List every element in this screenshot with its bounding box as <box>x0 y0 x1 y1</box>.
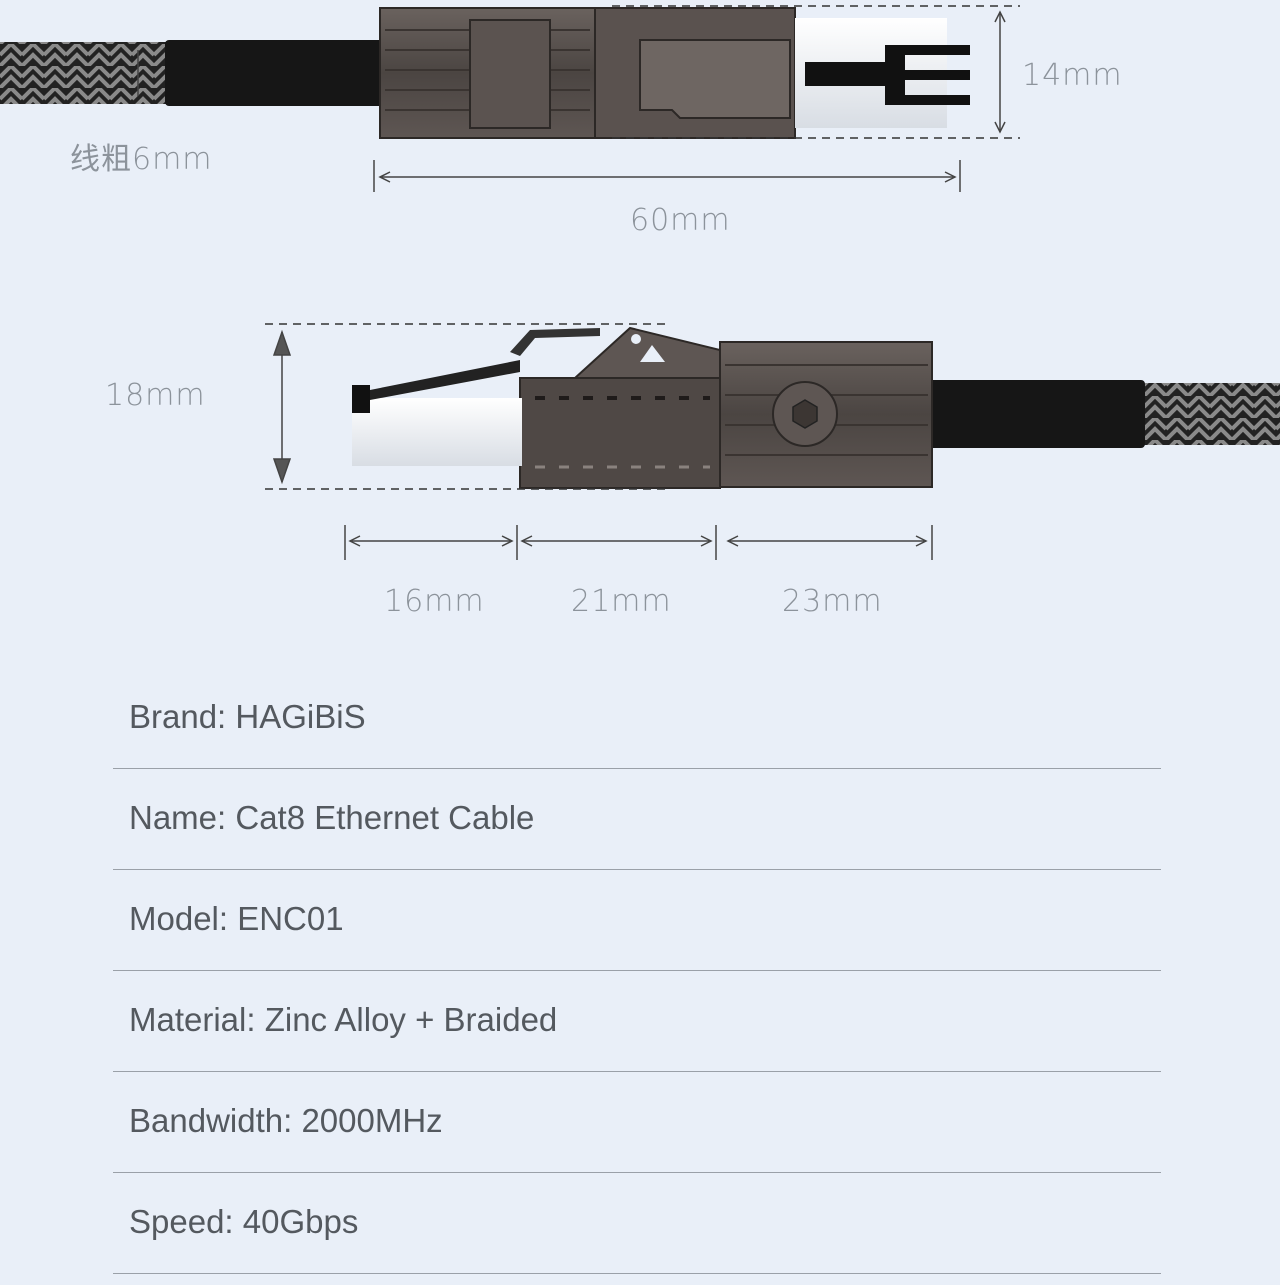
segment-c-label: 23mm <box>782 584 883 619</box>
connector-illustration <box>0 5 1280 560</box>
segment-b-label: 21mm <box>571 584 672 619</box>
spec-speed: Speed: 40Gbps <box>129 1203 359 1240</box>
spec-row: Bandwidth: 2000MHz <box>113 1072 1161 1173</box>
top-length-label: 60mm <box>630 203 731 238</box>
spec-row: Brand: HAGiBiS <box>113 668 1161 769</box>
side-view <box>265 323 1280 560</box>
side-height-label: 18mm <box>105 378 206 413</box>
spec-list: Brand: HAGiBiS Name: Cat8 Ethernet Cable… <box>113 668 1161 1274</box>
spec-material: Material: Zinc Alloy + Braided <box>129 1001 558 1038</box>
spec-row: Model: ENC01 <box>113 870 1161 971</box>
connector-diagram: 14mm 线粗6mm 60mm 18mm 16mm 21mm 23mm <box>0 5 1280 619</box>
spec-bandwidth: Bandwidth: 2000MHz <box>129 1102 443 1139</box>
spec-name: Name: Cat8 Ethernet Cable <box>129 799 535 836</box>
segment-a-label: 16mm <box>384 584 485 619</box>
spec-row: Material: Zinc Alloy + Braided <box>113 971 1161 1072</box>
spec-brand: Brand: HAGiBiS <box>129 698 366 735</box>
spec-row: Speed: 40Gbps <box>113 1173 1161 1274</box>
spec-model: Model: ENC01 <box>129 900 344 937</box>
spec-row: Name: Cat8 Ethernet Cable <box>113 769 1161 870</box>
top-height-label: 14mm <box>1022 58 1123 93</box>
top-view <box>0 5 1020 192</box>
cable-thickness-label: 线粗6mm <box>70 142 213 177</box>
